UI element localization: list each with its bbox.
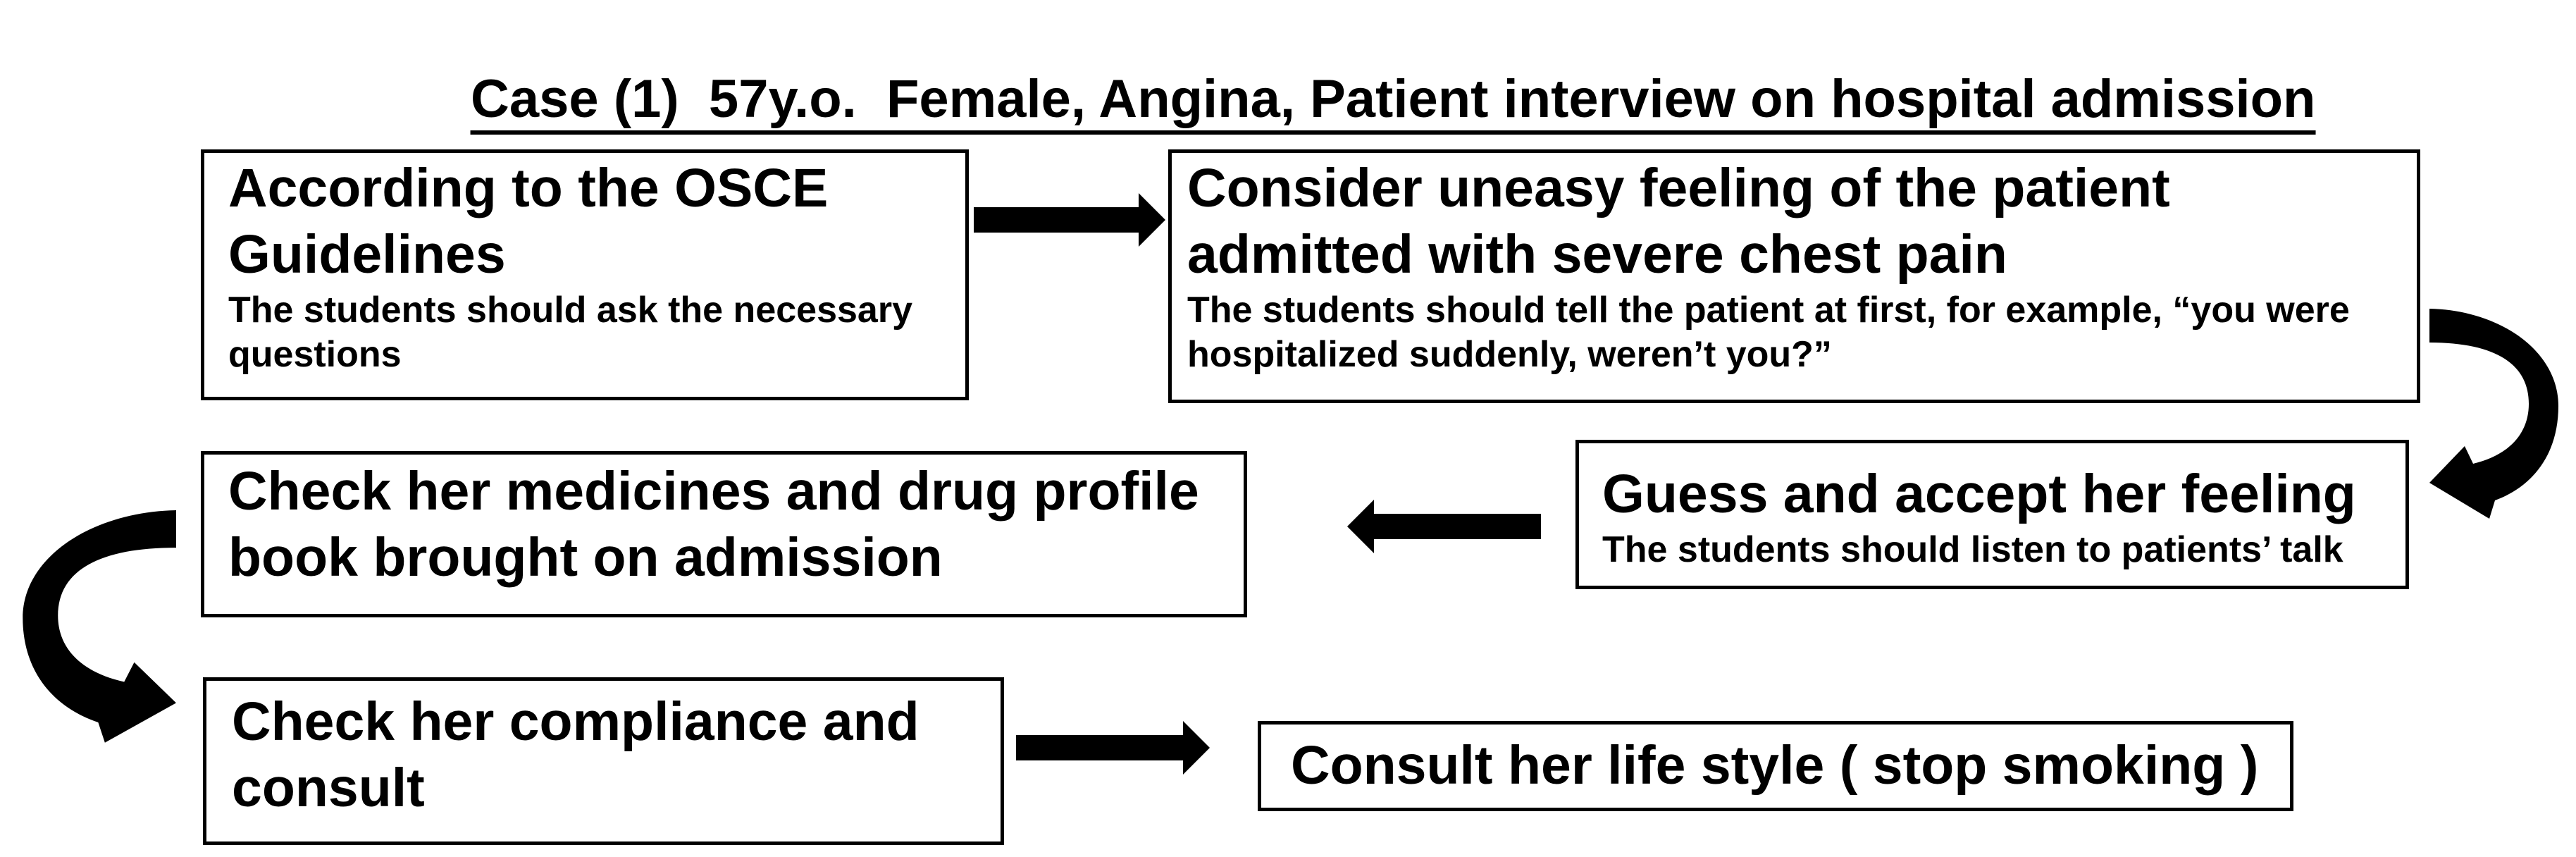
curved-arrow-right-icon xyxy=(13,510,176,744)
box-guess-subtext: The students should listen to patients’ … xyxy=(1602,529,2343,570)
page-title: Case (1) 57y.o. Female, Angina, Patient … xyxy=(411,4,2316,194)
box-consider-uneasy-feeling: Consider uneasy feeling of the patient a… xyxy=(1168,149,2420,403)
curved-arrow-left-icon xyxy=(2429,309,2567,520)
box-medicines-heading: Check her medicines and drug profile boo… xyxy=(228,461,1199,588)
box-uneasy-subtext: The students should tell the patient at … xyxy=(1187,289,2350,376)
box-guess-accept-feeling: Guess and accept her feeling The student… xyxy=(1575,440,2409,589)
box-osce-heading: According to the OSCE Guidelines xyxy=(228,158,829,285)
box-check-compliance: Check her compliance and consult xyxy=(203,677,1004,845)
box-uneasy-heading: Consider uneasy feeling of the patient a… xyxy=(1187,158,2170,285)
arrow-right-icon xyxy=(974,193,1165,247)
page-title-text: Case (1) 57y.o. Female, Angina, Patient … xyxy=(471,68,2316,135)
box-lifestyle-heading: Consult her life style ( stop smoking ) xyxy=(1291,735,2259,796)
box-osce-guidelines: According to the OSCE Guidelines The stu… xyxy=(201,149,969,400)
box-compliance-heading: Check her compliance and consult xyxy=(232,691,919,818)
box-guess-heading: Guess and accept her feeling xyxy=(1602,464,2356,524)
box-check-medicines: Check her medicines and drug profile boo… xyxy=(201,451,1247,617)
box-osce-subtext: The students should ask the necessary qu… xyxy=(228,289,912,376)
arrow-right-icon xyxy=(1016,721,1210,775)
box-consult-lifestyle: Consult her life style ( stop smoking ) xyxy=(1258,721,2293,811)
arrow-left-icon xyxy=(1347,500,1541,553)
